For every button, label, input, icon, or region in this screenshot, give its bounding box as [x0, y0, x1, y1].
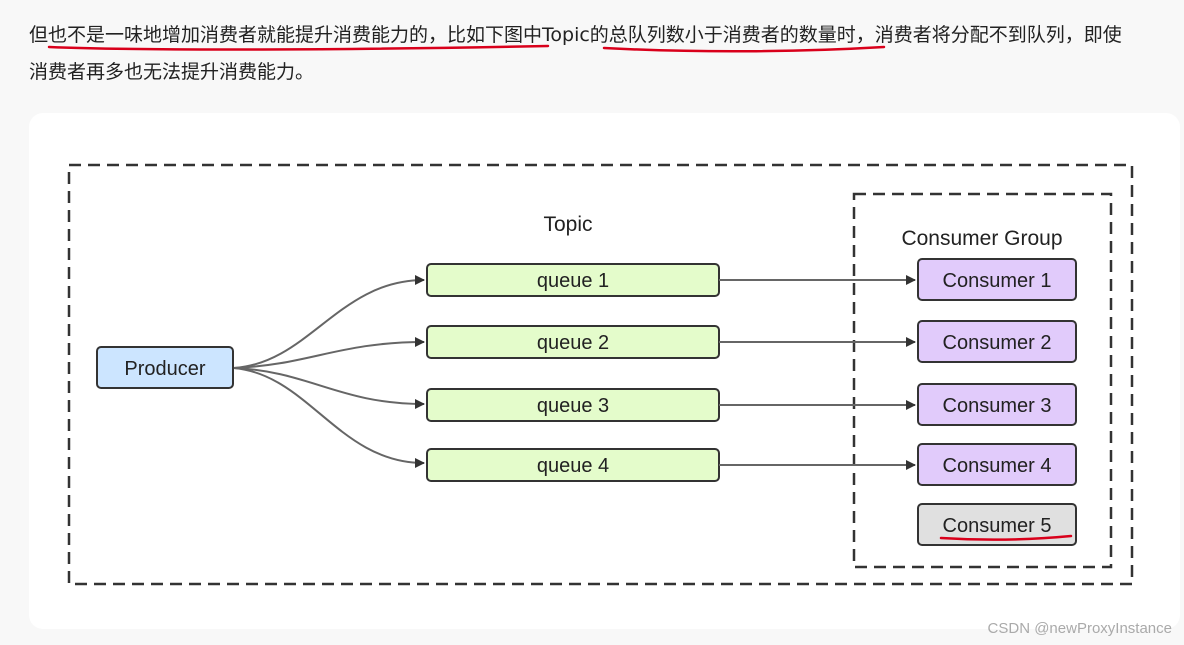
paragraph-line-1: 但也不是一味地增加消费者就能提升消费能力的，比如下图中Topic的总队列数小于消… — [29, 24, 1122, 46]
consumer-label-2: Consumer 2 — [943, 332, 1052, 354]
paragraph-line-2: 消费者再多也无法提升消费能力。 — [29, 61, 315, 83]
producer-to-queue-1-arrow — [233, 275, 425, 369]
consumer-group-frame — [852, 192, 1113, 569]
queue-label-3: queue 3 — [537, 395, 609, 417]
consumer-label-5: Consumer 5 — [943, 515, 1052, 537]
queue-label-2: queue 2 — [537, 332, 609, 354]
producer-label: Producer — [124, 358, 205, 380]
producer-node — [96, 346, 234, 389]
queue-label-4: queue 4 — [537, 455, 609, 477]
consumer-label-1: Consumer 1 — [943, 270, 1052, 292]
producer-to-queue-2-arrow — [233, 337, 425, 369]
consumer-node-1 — [917, 258, 1077, 301]
diagram-card: Topic Consumer Group Producer queue 1 qu… — [29, 113, 1180, 629]
queue-label-1: queue 1 — [537, 270, 609, 292]
producer-to-queue-4-arrow — [233, 367, 425, 468]
producer-to-queue-3-arrow — [233, 367, 425, 409]
consumer-5-underline-annotation — [939, 534, 1073, 541]
consumer-group-label: Consumer Group — [901, 227, 1062, 250]
consumer-node-3 — [917, 383, 1077, 426]
description-paragraph: 但也不是一味地增加消费者就能提升消费能力的，比如下图中Topic的总队列数小于消… — [29, 17, 1169, 91]
csdn-watermark: CSDN @newProxyInstance — [987, 620, 1172, 637]
consumer-node-2 — [917, 320, 1077, 363]
consumer-node-4 — [917, 443, 1077, 486]
topic-label: Topic — [543, 213, 592, 236]
queue-allocation-diagram: Topic Consumer Group Producer queue 1 qu… — [67, 163, 1134, 586]
consumer-label-4: Consumer 4 — [943, 455, 1052, 477]
consumer-node-5 — [917, 503, 1077, 546]
consumer-label-3: Consumer 3 — [943, 395, 1052, 417]
